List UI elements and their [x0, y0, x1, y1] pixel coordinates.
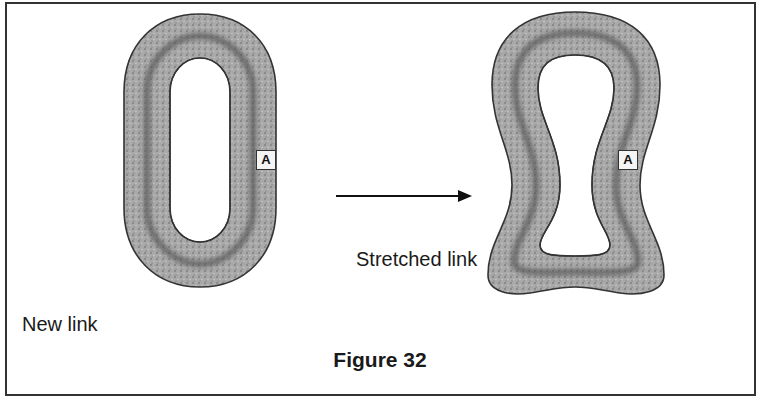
part-label: Stretched link	[356, 247, 491, 272]
frame	[6, 3, 755, 395]
marker-box: A	[256, 150, 276, 170]
stretch-arrow	[336, 190, 472, 202]
marker-letter: A	[261, 152, 270, 167]
stretched-link	[488, 12, 664, 294]
new-link	[124, 14, 276, 287]
marker-letter: A	[623, 152, 632, 167]
figure-caption: Figure 32	[333, 348, 426, 372]
part-label: New link	[22, 312, 98, 337]
marker-box: A	[618, 150, 638, 170]
